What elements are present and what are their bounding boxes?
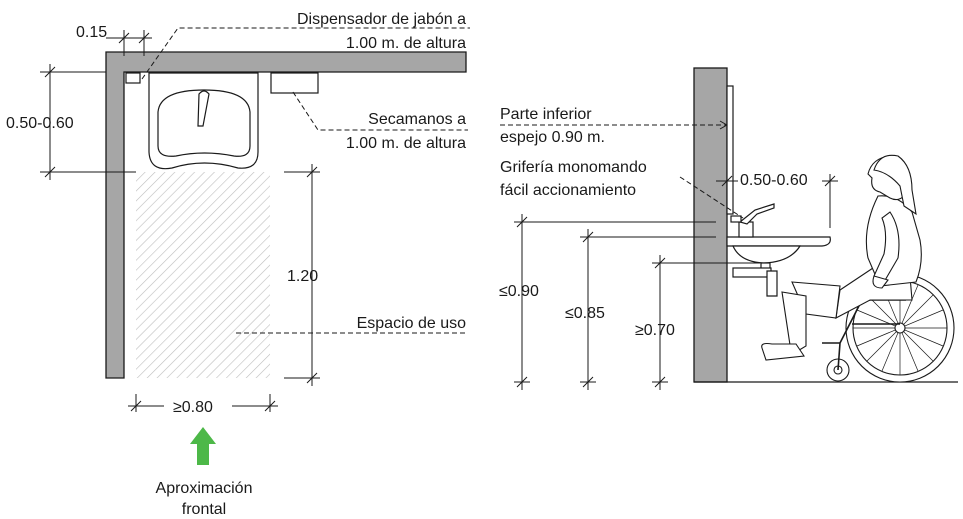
dispenser-label-line2: 1.00 m. de altura bbox=[346, 35, 466, 52]
dryer-label-line2: 1.00 m. de altura bbox=[346, 135, 466, 152]
faucet-plan bbox=[197, 90, 210, 127]
dim-wall-offset bbox=[106, 30, 152, 56]
dim-knee-min bbox=[652, 255, 760, 390]
dim-use-width-label: ≥0.80 bbox=[173, 399, 213, 416]
plan-wall bbox=[105, 51, 467, 379]
dim-sink-depth bbox=[40, 64, 136, 180]
dim-rim-max bbox=[514, 214, 716, 390]
mirror bbox=[726, 85, 734, 215]
dispenser-leader bbox=[141, 27, 470, 80]
dryer-leader bbox=[292, 91, 468, 131]
dim-reach bbox=[716, 174, 838, 228]
dim-basin-max-label: ≤0.85 bbox=[565, 305, 605, 322]
mirror-label-line1: Parte inferior bbox=[500, 106, 592, 123]
section-view: Parte inferior espejo 0.90 m. Grifería m… bbox=[499, 67, 958, 390]
wheelchair-user-figure bbox=[761, 154, 955, 383]
dim-use-depth bbox=[284, 164, 320, 386]
dispenser-label-line1: Dispensador de jabón a bbox=[297, 11, 466, 28]
dim-sink-depth-label: 0.50-0.60 bbox=[6, 115, 74, 132]
dim-reach-label: 0.50-0.60 bbox=[740, 172, 808, 189]
dim-rim-max-label: ≤0.90 bbox=[499, 283, 539, 300]
mirror-leader-arrow-2 bbox=[719, 124, 728, 130]
use-space-label: Espacio de uso bbox=[357, 315, 467, 332]
dim-use-depth-label: 1.20 bbox=[287, 268, 318, 285]
washbasin-section bbox=[726, 236, 831, 297]
washbasin-plan bbox=[148, 72, 259, 170]
mirror-leader-arrow bbox=[719, 120, 728, 126]
faucet-label-line1: Grifería monomando bbox=[500, 159, 647, 176]
dim-knee-min-label: ≥0.70 bbox=[635, 322, 675, 339]
faucet-label-line2: fácil accionamiento bbox=[500, 182, 636, 199]
faucet-leader bbox=[679, 176, 744, 219]
hand-dryer-plan bbox=[270, 72, 319, 94]
plan-view: 0.15 Dispensador de jabón a 1.00 m. de a… bbox=[6, 11, 470, 518]
dim-basin-max bbox=[580, 229, 716, 390]
approach-label-line2: frontal bbox=[182, 501, 226, 518]
soap-dispenser-plan bbox=[125, 72, 141, 84]
mirror-label-line2: espejo 0.90 m. bbox=[500, 129, 605, 146]
faucet-section bbox=[730, 203, 775, 238]
use-space-area bbox=[136, 172, 270, 378]
approach-label-line1: Aproximación bbox=[156, 480, 253, 497]
dryer-label-line1: Secamanos a bbox=[368, 111, 466, 128]
section-wall bbox=[693, 67, 728, 383]
dim-use-width bbox=[128, 394, 278, 412]
arrow-up-icon bbox=[190, 427, 216, 465]
dim-wall-offset-label: 0.15 bbox=[76, 24, 107, 41]
